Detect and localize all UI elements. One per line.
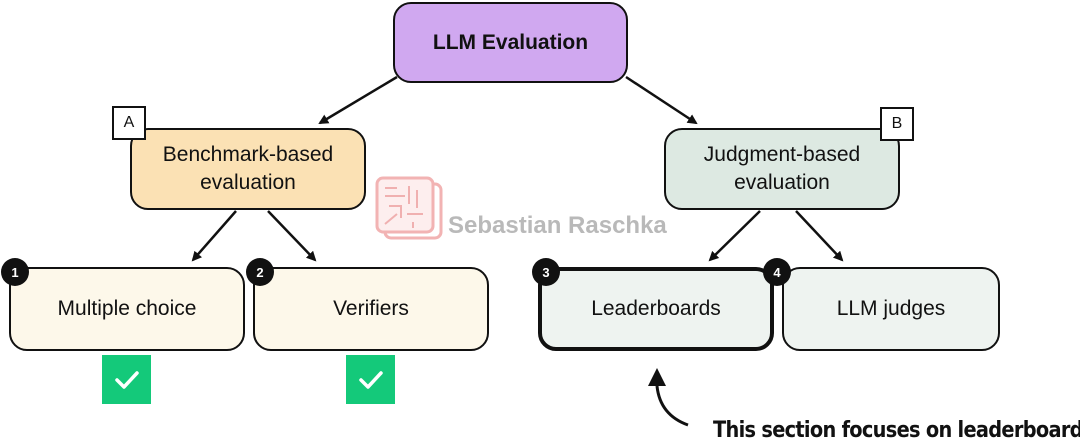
checkmark-icon [102,355,151,404]
tag-a: A [112,106,146,140]
verifiers-label: Verifiers [333,297,409,320]
llm-judges-node: LLM judges [782,267,1000,351]
arrow-root-to-benchmark [318,75,398,125]
arrow-judgment-to-leaderboards [708,210,761,262]
tag-b: B [880,107,914,141]
annotation-text: This section focuses on leaderboards [713,418,1080,443]
llm-judges-label: LLM judges [836,297,946,320]
leaderboards-label: Leaderboards [591,297,721,320]
number-badge-1: 1 [1,258,29,286]
watermark-text: Sebastian Raschka [448,212,667,239]
multiple-choice-label: Multiple choice [57,297,197,320]
number-badge-2: 2 [246,258,274,286]
leaderboards-node: Leaderboards [538,267,774,351]
arrow-judgment-to-llm-judges [795,210,844,262]
arrow-benchmark-to-verifiers [267,210,317,262]
multiple-choice-node: Multiple choice [9,267,245,351]
arrow-root-to-judgment [625,75,698,125]
number-badge-4: 4 [763,258,791,286]
number-badge-3: 3 [532,258,560,286]
arrow-benchmark-to-mc [191,210,237,262]
checkmark-icon [346,355,395,404]
llm-evaluation-node: LLM Evaluation [393,2,628,83]
watermark-logo [375,176,443,240]
verifiers-node: Verifiers [253,267,489,351]
annotation-curved-arrow [655,385,689,427]
annotation-arrowhead [648,368,666,386]
llm-evaluation-label: LLM Evaluation [432,30,589,54]
